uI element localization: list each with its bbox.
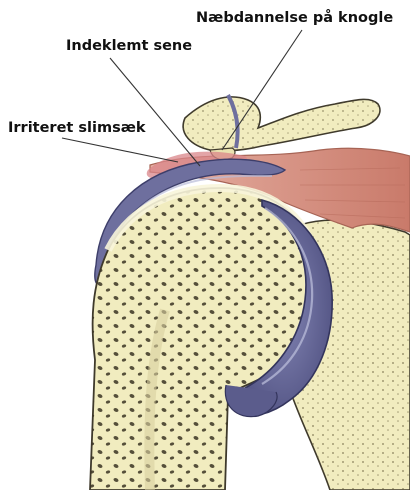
humerus: [90, 188, 317, 490]
label-bone-spur: Næbdannelse på knogle: [196, 11, 393, 26]
leader-line-tendon: [110, 58, 200, 166]
leader-line-bursa: [62, 138, 178, 162]
label-impinged-tendon: Indeklemt sene: [66, 39, 192, 54]
label-irritated-bursa: Irriteret slimsæk: [8, 121, 146, 136]
